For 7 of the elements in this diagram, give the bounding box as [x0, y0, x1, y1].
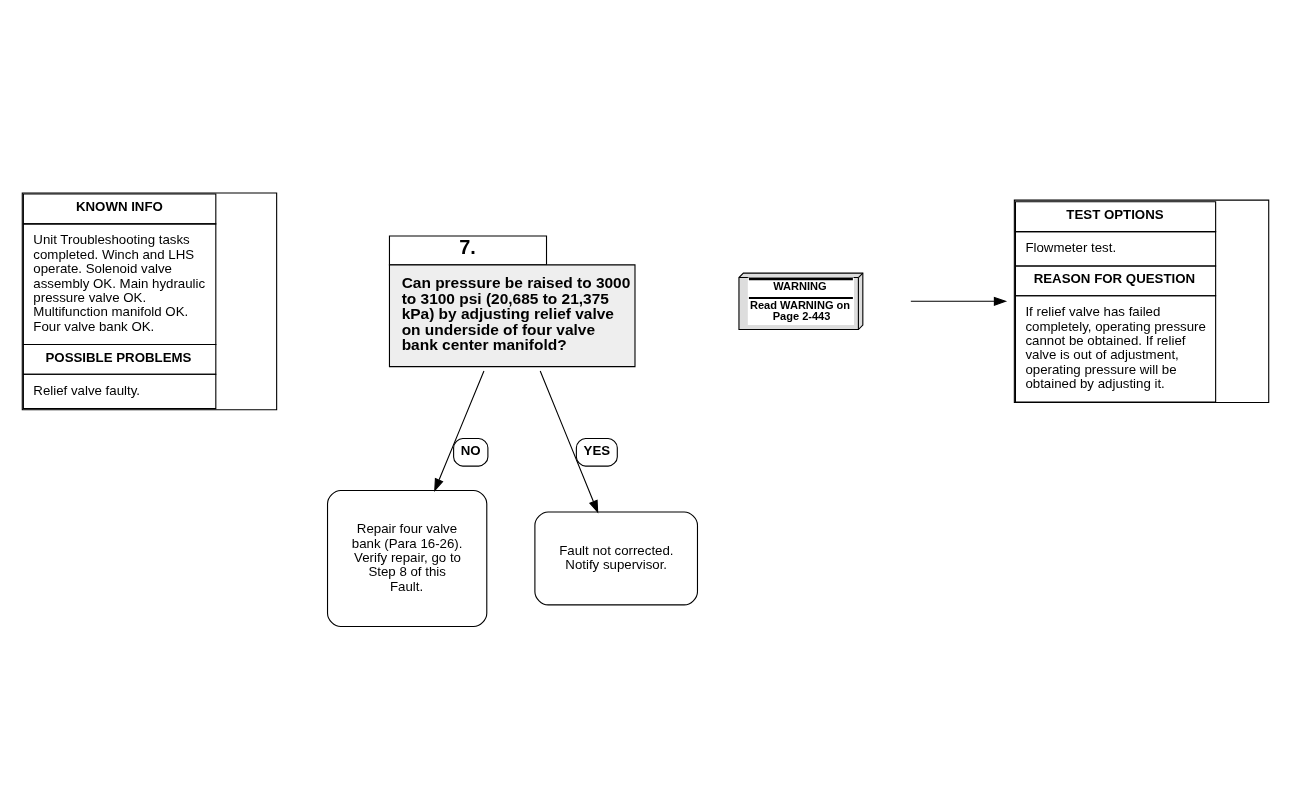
node-box: Repair four valve bank (Para 16-26). Verify repair, go to Step 8 of this Fault. [326, 489, 487, 628]
edge-label: NO [460, 443, 481, 459]
node-box: Fault not corrected. Notify supervisor. [533, 511, 698, 606]
arrow [539, 370, 598, 514]
arrow [433, 370, 484, 492]
arrow [909, 296, 1007, 306]
edge-label: YES [583, 443, 610, 459]
